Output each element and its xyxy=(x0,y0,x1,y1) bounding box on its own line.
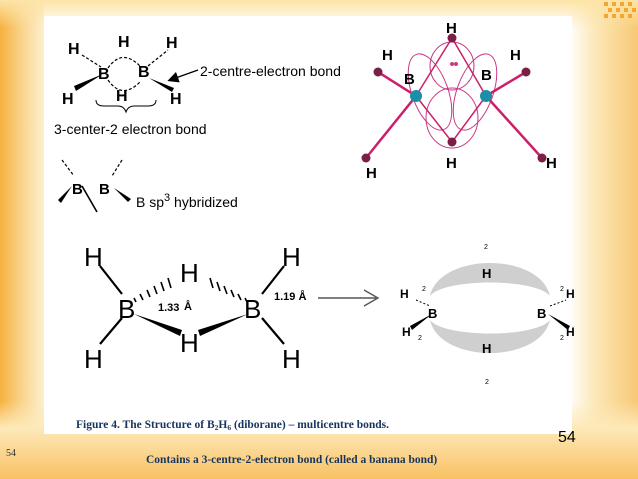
diagram-sp3: B B B sp3 hybridized xyxy=(58,159,238,213)
atom-h: H xyxy=(482,266,491,281)
label-bridge-distance: 1.33 xyxy=(158,302,179,314)
page-number-footer: 54 xyxy=(6,448,16,459)
atom-b: B xyxy=(138,64,150,81)
atom-h: H xyxy=(180,328,199,358)
bridge-bond-top xyxy=(107,56,141,69)
atom-h-sphere xyxy=(447,137,457,147)
atom-h: H xyxy=(482,341,491,356)
atom-b: B xyxy=(99,181,110,198)
electron-count: 2 xyxy=(484,244,488,251)
atom-h: H xyxy=(180,258,199,288)
atom-b: B xyxy=(98,66,110,83)
atom-h: H xyxy=(84,344,103,374)
atom-h: H xyxy=(566,325,575,339)
page-number: 54 xyxy=(558,429,576,446)
corner-decoration xyxy=(604,2,636,18)
atom-h-sphere xyxy=(373,67,383,77)
diagram-diborane-colored: H H H B B H H H xyxy=(361,20,557,182)
atom-h: H xyxy=(446,155,457,172)
atom-h: H xyxy=(118,34,130,51)
atom-h: H xyxy=(62,91,74,108)
atom-h: H xyxy=(366,165,377,182)
diagram-diborane-lengths: H B H B H H H H 1.33 Å 1.19 Å xyxy=(84,242,306,374)
bond-wedge xyxy=(58,186,72,203)
background-left-gradient xyxy=(0,0,44,479)
atom-h-sphere xyxy=(537,153,547,163)
atom-h-sphere xyxy=(361,153,371,163)
transform-arrow xyxy=(318,289,380,307)
bond-wedge xyxy=(74,74,103,91)
bond-wedge xyxy=(149,78,174,92)
bond-wedge xyxy=(114,188,131,202)
atom-h: H xyxy=(382,47,393,64)
electron-count: 2 xyxy=(418,335,422,342)
atom-b: B xyxy=(244,294,261,324)
electron-count: 2 xyxy=(560,286,564,293)
figure-caption-line1: Figure 4. The Structure of B2H6 (diboran… xyxy=(76,419,390,432)
atom-h: H xyxy=(446,20,457,37)
atom-h: H xyxy=(282,242,301,272)
diagram-bond-types: H H H B B H H H 2-centre-electron bond 3… xyxy=(54,34,341,137)
atom-h: H xyxy=(566,287,575,301)
label-2c-bond: 2-centre-electron bond xyxy=(200,63,341,79)
atom-h-sphere xyxy=(521,67,531,77)
atom-b: B xyxy=(428,306,437,321)
bond-dashed xyxy=(81,54,102,68)
figure-caption-line2: Contains a 3-centre-2-electron bond (cal… xyxy=(146,454,438,466)
bond-dashed xyxy=(61,159,75,177)
bond-line xyxy=(81,185,98,213)
atom-b: B xyxy=(537,306,546,321)
label-3c-bond: 3-center-2 electron bond xyxy=(54,121,207,137)
bond-dashed xyxy=(147,49,169,67)
atom-b: B xyxy=(481,67,492,84)
atom-h-sphere xyxy=(447,33,457,43)
atom-h: H xyxy=(282,344,301,374)
label-sp3-hybridized: B sp3 hybridized xyxy=(136,192,238,210)
atom-b-sphere xyxy=(480,90,492,102)
atom-h: H xyxy=(84,242,103,272)
label-terminal-distance: 1.19 Å xyxy=(274,290,306,303)
label-bridge-unit: Å xyxy=(184,300,192,313)
content-panel xyxy=(44,16,572,434)
brace-3c-bond xyxy=(95,99,157,114)
atom-h: H xyxy=(402,325,411,339)
atom-h: H xyxy=(166,35,178,52)
atom-b: B xyxy=(118,294,135,324)
electron-count: 2 xyxy=(560,335,564,342)
atom-h: H xyxy=(546,155,557,172)
electron-count: 2 xyxy=(485,379,489,386)
atom-h: H xyxy=(170,91,182,108)
atom-h: H xyxy=(116,88,128,105)
diagram-banana-bonds: 2 H H 2 B B H 2 H 2 H 2 H 2 xyxy=(400,244,575,386)
atom-b-sphere xyxy=(410,90,422,102)
arrow-2c-bond xyxy=(167,69,199,83)
banana-lobe-bottom xyxy=(430,320,550,353)
electron-count: 2 xyxy=(422,286,426,293)
atom-b: B xyxy=(404,71,415,88)
background-right-gradient xyxy=(568,0,638,479)
atom-h: H xyxy=(68,41,80,58)
banana-lobe-top xyxy=(430,263,550,296)
atom-h: H xyxy=(510,47,521,64)
bond-dashed xyxy=(111,159,123,177)
atom-h: H xyxy=(400,287,409,301)
atom-b: B xyxy=(72,181,83,198)
